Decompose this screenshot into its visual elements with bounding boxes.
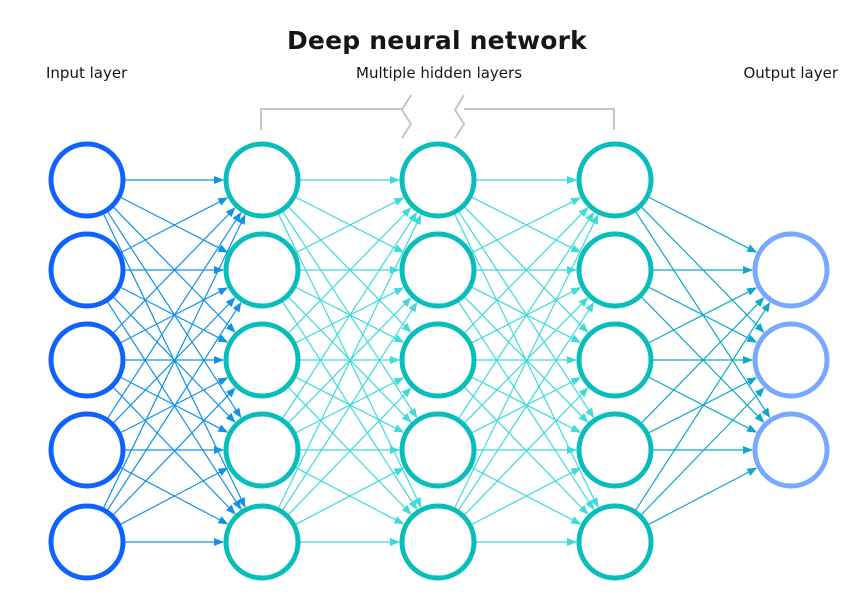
connection-edge <box>469 467 582 526</box>
connection-edge <box>639 297 765 425</box>
connection-edge <box>293 197 405 255</box>
connection-edge <box>111 295 236 423</box>
connection-edge <box>111 297 236 425</box>
connection-edge <box>646 467 758 526</box>
connection-edge <box>646 377 758 435</box>
connection-edge <box>286 205 412 333</box>
connection-edge <box>293 377 405 435</box>
connection-edge <box>646 287 758 345</box>
connection-edge <box>106 211 242 421</box>
hidden-node <box>399 321 477 399</box>
output-node <box>752 231 830 309</box>
connection-edge <box>118 285 229 343</box>
input-node <box>48 503 126 581</box>
input-node <box>48 231 126 309</box>
hidden-node <box>223 321 301 399</box>
connection-edge <box>281 301 418 513</box>
input-node <box>48 411 126 489</box>
connection-edge <box>293 285 405 343</box>
connection-edge <box>462 207 589 335</box>
connection-edge <box>646 195 758 253</box>
connection-edge <box>286 297 412 425</box>
connection-edge <box>469 287 582 345</box>
connection-edge <box>102 214 246 510</box>
hidden-node <box>399 411 477 489</box>
output-layer-label: Output layer <box>743 64 838 82</box>
connection-edge <box>118 287 229 345</box>
hidden-node <box>223 411 301 489</box>
connection-edge <box>469 197 582 255</box>
connection-edge <box>111 205 236 333</box>
diagram-title: Deep neural network <box>286 26 588 55</box>
connection-edge <box>118 467 229 526</box>
connection-edge <box>639 205 765 333</box>
hidden-node <box>576 503 654 581</box>
hidden-node <box>576 411 654 489</box>
connection-edge <box>634 301 771 513</box>
connection-edge <box>634 209 771 419</box>
connection-edge <box>639 387 765 517</box>
connection-edge <box>293 195 405 253</box>
connection-edge <box>286 387 412 517</box>
connection-edge <box>293 375 405 433</box>
hidden-node <box>223 503 301 581</box>
connection-edge <box>293 467 405 526</box>
connection-edge <box>457 211 595 421</box>
connection-edge <box>469 195 582 253</box>
connection-edge <box>469 377 582 435</box>
connection-edge <box>462 295 589 423</box>
hidden-node <box>223 141 301 219</box>
connection-edge <box>462 387 589 517</box>
connection-edge <box>277 214 422 510</box>
output-node <box>752 411 830 489</box>
connection-edge <box>111 207 236 335</box>
connection-edge <box>281 209 418 419</box>
connection-edge <box>639 295 765 423</box>
connection-edge <box>111 387 236 517</box>
connection-edge <box>469 285 582 343</box>
connection-edge <box>286 207 412 335</box>
connection-edge <box>646 285 758 343</box>
hidden-node <box>223 231 301 309</box>
hidden-layers-label: Multiple hidden layers <box>356 64 523 82</box>
hidden-node <box>399 141 477 219</box>
hidden-node <box>576 321 654 399</box>
hidden-node <box>399 503 477 581</box>
input-node <box>48 141 126 219</box>
input-layer-label: Input layer <box>46 64 128 82</box>
output-node <box>752 321 830 399</box>
connection-edge <box>118 466 229 525</box>
connection-edge <box>105 301 242 513</box>
hidden-node <box>399 231 477 309</box>
connection-edge <box>118 197 229 255</box>
connection-edge <box>457 301 595 513</box>
connection-edge <box>646 375 758 433</box>
connection-edge <box>293 287 405 345</box>
hidden-node <box>576 141 654 219</box>
connection-edge <box>281 211 418 421</box>
connection-edge <box>469 375 582 433</box>
input-node <box>48 321 126 399</box>
hidden-node <box>576 231 654 309</box>
connection-edge <box>462 205 589 333</box>
connection-edge <box>293 466 405 525</box>
hidden-layers-bracket <box>260 94 615 139</box>
connection-edge <box>457 209 595 419</box>
connection-edge <box>106 209 242 419</box>
connection-edge <box>286 295 412 423</box>
connection-edge <box>118 375 229 433</box>
connection-edge <box>118 195 229 253</box>
connection-edge <box>118 377 229 435</box>
connection-edge <box>462 297 589 425</box>
connection-edge <box>469 466 582 525</box>
connection-edge <box>453 214 599 510</box>
